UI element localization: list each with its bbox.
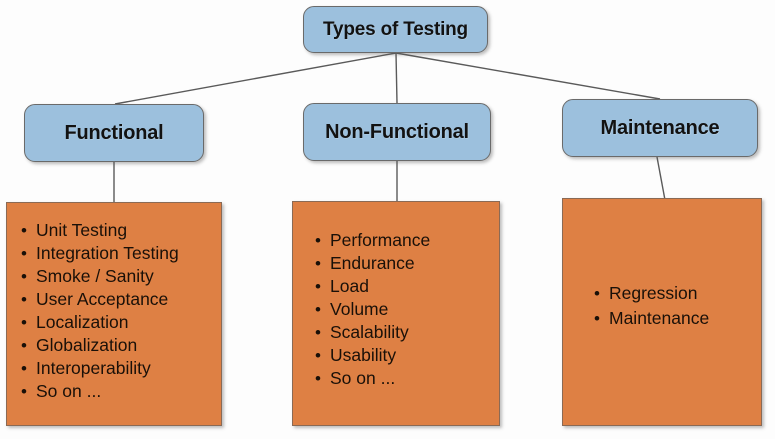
node-label-non-functional: Non-Functional <box>325 120 469 143</box>
node-maintenance[interactable]: Maintenance <box>562 99 758 157</box>
list-box-maintenance: Regression Maintenance <box>562 198 762 426</box>
list-item: Maintenance <box>594 306 761 331</box>
connector-root-to-functional <box>114 52 397 105</box>
node-label-maintenance: Maintenance <box>600 116 720 139</box>
list-maintenance-items: Regression Maintenance <box>563 199 761 331</box>
list-item: Regression <box>594 281 761 306</box>
list-item: User Acceptance <box>21 288 221 311</box>
connector-maintenance-to-list <box>656 156 666 201</box>
list-non-functional-items: Performance Endurance Load Volume Scalab… <box>293 202 499 390</box>
list-item: So on ... <box>315 367 499 390</box>
node-types-of-testing[interactable]: Types of Testing <box>303 6 488 53</box>
list-item: Integration Testing <box>21 242 221 265</box>
list-item: Interoperability <box>21 357 221 380</box>
node-label-functional: Functional <box>64 121 164 144</box>
list-functional-items: Unit Testing Integration Testing Smoke /… <box>7 203 221 403</box>
list-item: Load <box>315 275 499 298</box>
list-item: Usability <box>315 344 499 367</box>
list-item: Smoke / Sanity <box>21 265 221 288</box>
connector-root-to-maintenance <box>395 52 661 100</box>
connector-root-to-nonfunctional <box>395 52 398 104</box>
list-item: Unit Testing <box>21 219 221 242</box>
node-label-root: Types of Testing <box>323 18 468 40</box>
list-item: Scalability <box>315 321 499 344</box>
list-item: Localization <box>21 311 221 334</box>
list-item: Performance <box>315 229 499 252</box>
list-box-non-functional: Performance Endurance Load Volume Scalab… <box>292 201 500 426</box>
list-box-functional: Unit Testing Integration Testing Smoke /… <box>6 202 222 426</box>
node-functional[interactable]: Functional <box>24 104 204 162</box>
node-non-functional[interactable]: Non-Functional <box>303 103 491 161</box>
list-item: Endurance <box>315 252 499 275</box>
list-item: Volume <box>315 298 499 321</box>
list-item: So on ... <box>21 380 221 403</box>
list-item: Globalization <box>21 334 221 357</box>
